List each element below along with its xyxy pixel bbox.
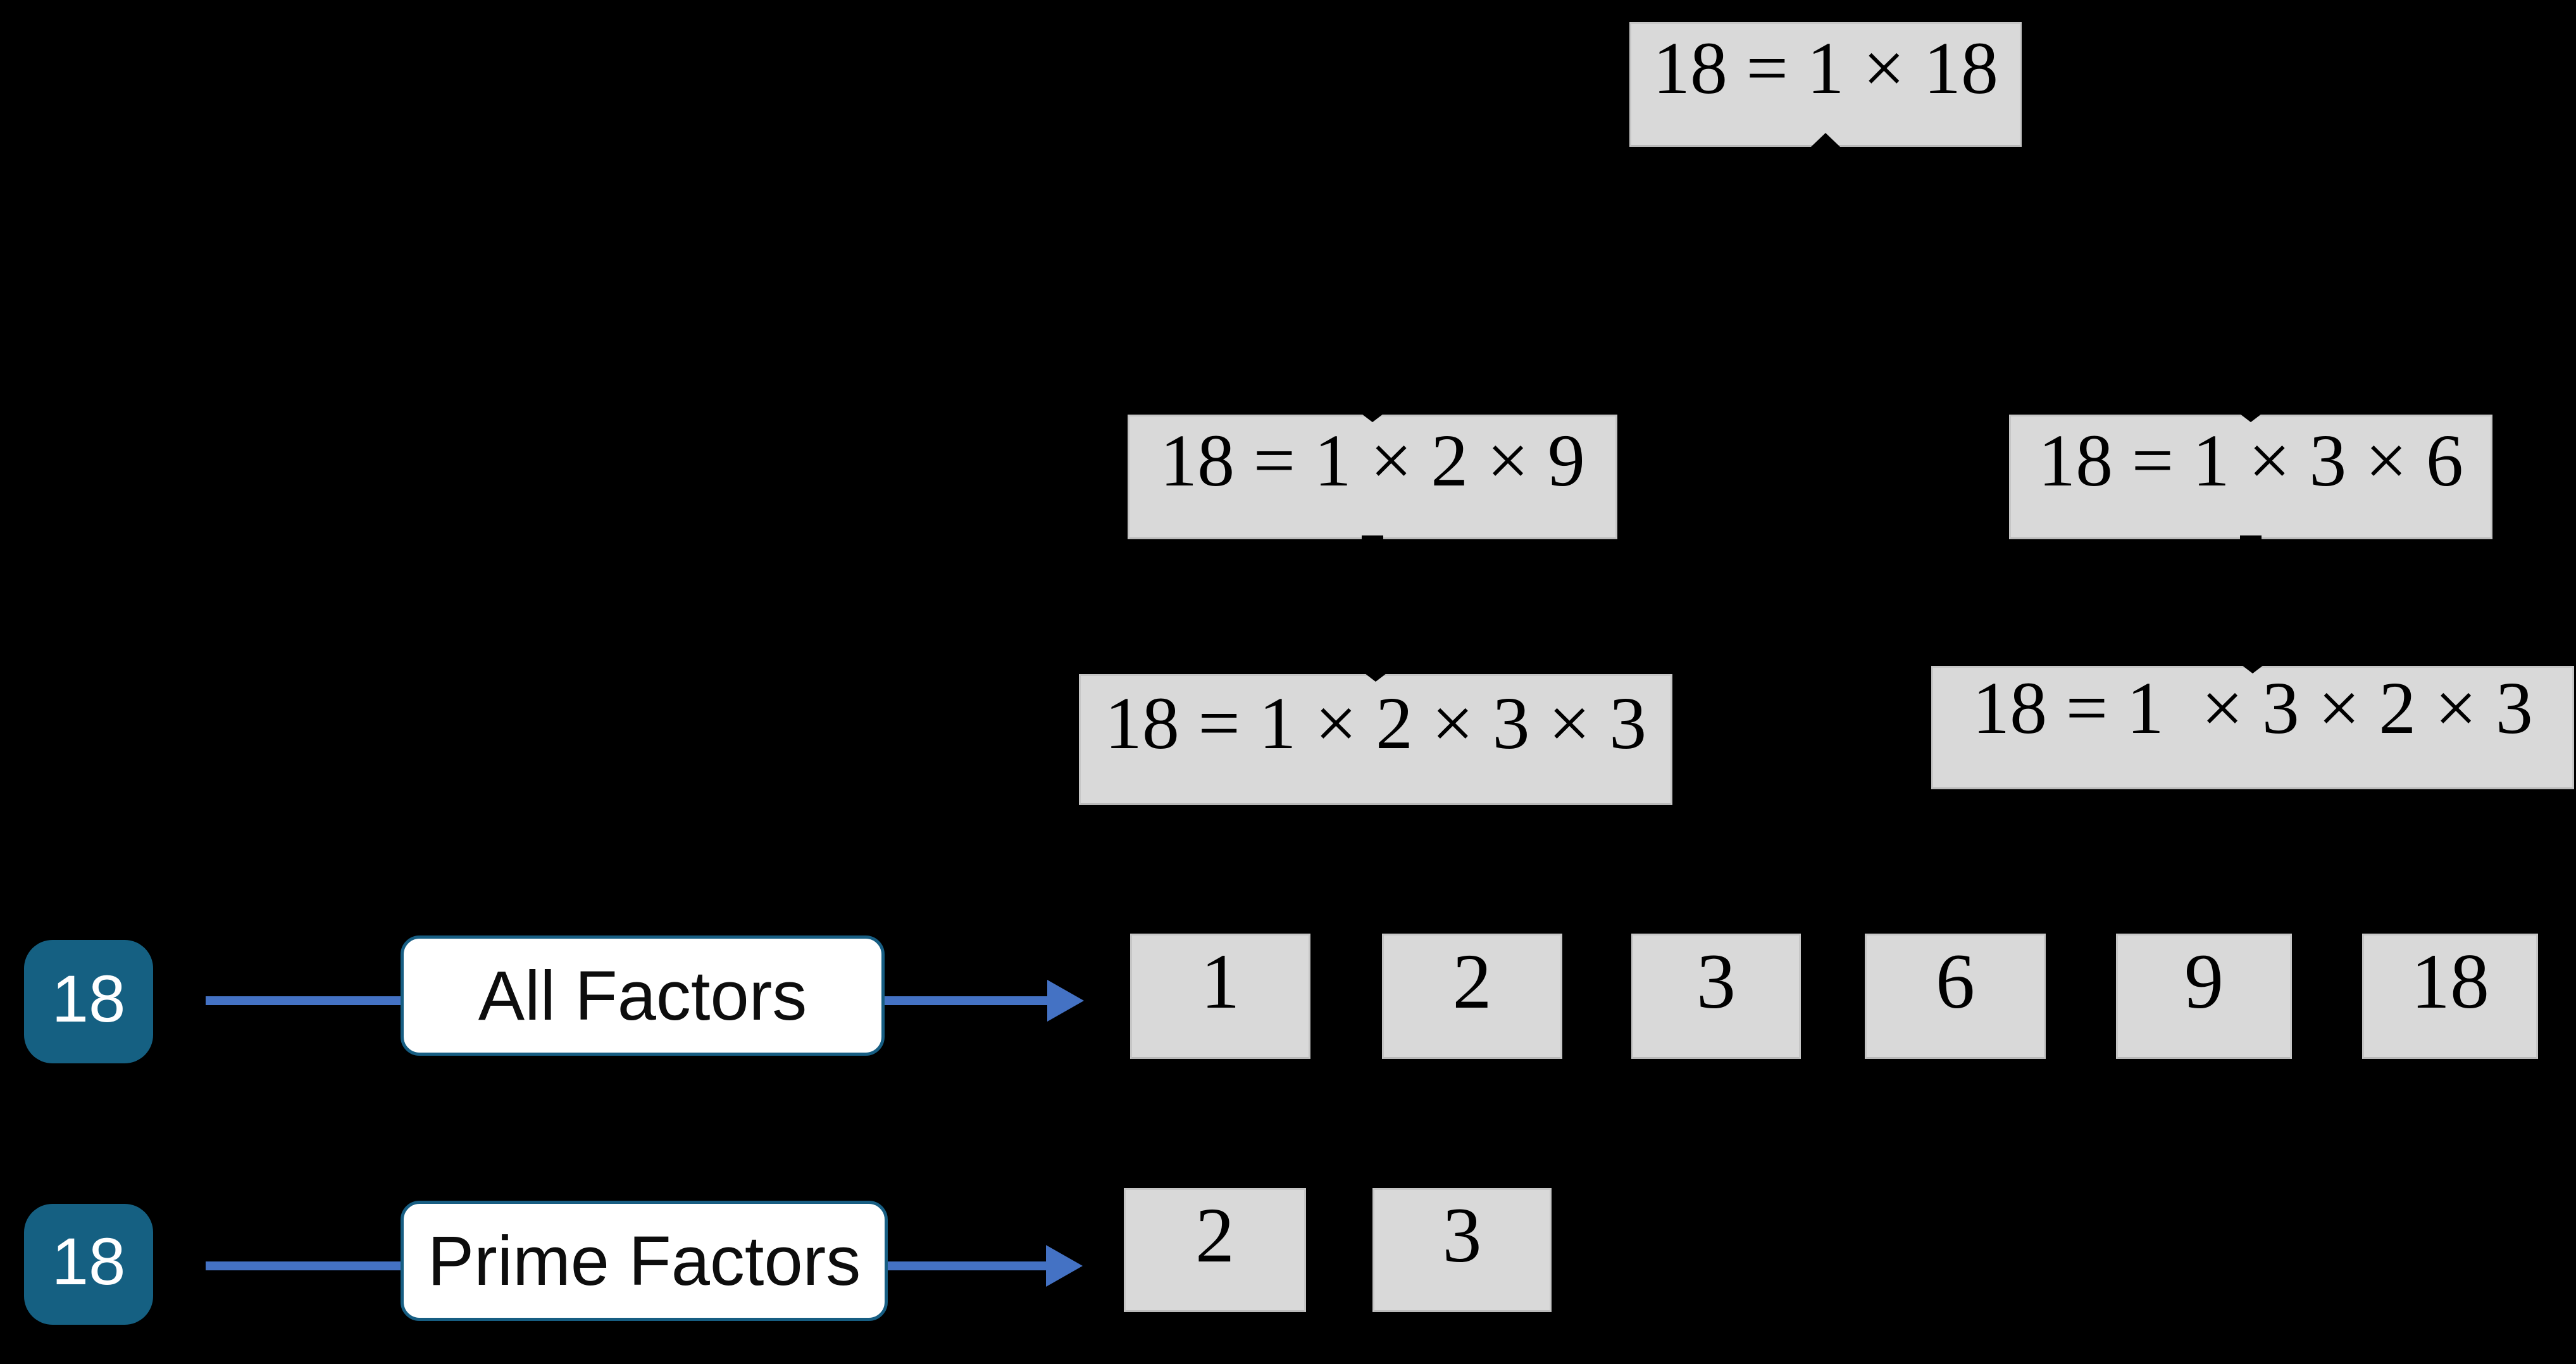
badge-number: 18 bbox=[51, 961, 126, 1036]
factor-box-2: 2 bbox=[1382, 934, 1562, 1059]
factor-value: 3 bbox=[1442, 1192, 1482, 1279]
arrow-tip-down-left-low-top bbox=[1365, 673, 1386, 682]
factor-value: 2 bbox=[1452, 938, 1492, 1025]
equation-box-1x3x2x3: 18 = 1 × 3 × 2 × 3 bbox=[1931, 666, 2574, 789]
factor-value: 2 bbox=[1195, 1192, 1235, 1279]
right-arrow-icon bbox=[1047, 980, 1084, 1022]
right-arrow-icon bbox=[1046, 1245, 1083, 1287]
all-factors-label-box: All Factors bbox=[401, 935, 885, 1056]
equation-box-root: 18 = 1 × 18 bbox=[1629, 22, 2022, 147]
arrow-tail-left-mid-bottom bbox=[1362, 535, 1383, 542]
arrow-tip-up-root-bottom bbox=[1811, 133, 1840, 147]
factor-value: 9 bbox=[2184, 938, 2224, 1025]
connector-line bbox=[206, 996, 401, 1005]
connector-line bbox=[885, 996, 1050, 1005]
connector-line bbox=[206, 1261, 401, 1270]
equation-text: 18 = 1 × 3 × 6 bbox=[2038, 418, 2463, 502]
factor-box-1: 1 bbox=[1130, 934, 1310, 1059]
equation-box-1x3x6: 18 = 1 × 3 × 6 bbox=[2009, 415, 2492, 539]
equation-text: 18 = 1 × 18 bbox=[1652, 26, 1999, 109]
arrow-tip-down-right-mid-top bbox=[2240, 414, 2262, 422]
equation-box-1x2x9: 18 = 1 × 2 × 9 bbox=[1128, 415, 1617, 539]
number-badge-all: 18 bbox=[24, 940, 153, 1063]
number-badge-prime: 18 bbox=[24, 1204, 153, 1325]
factor-value: 1 bbox=[1200, 938, 1240, 1025]
factor-box-9: 9 bbox=[2116, 934, 2292, 1059]
equation-box-1x2x3x3: 18 = 1 × 2 × 3 × 3 bbox=[1079, 674, 1672, 805]
connector-line bbox=[888, 1261, 1047, 1270]
factor-box-6: 6 bbox=[1865, 934, 2046, 1059]
badge-number: 18 bbox=[51, 1224, 126, 1299]
prime-factor-box-2: 2 bbox=[1124, 1188, 1306, 1312]
equation-text: 18 = 1 × 2 × 9 bbox=[1160, 418, 1585, 502]
factor-value: 18 bbox=[2411, 938, 2489, 1025]
factor-box-3: 3 bbox=[1631, 934, 1801, 1059]
arrow-tail-right-mid-bottom bbox=[2240, 535, 2262, 542]
arrow-tip-down-right-low-top bbox=[2242, 665, 2263, 673]
factor-box-18: 18 bbox=[2362, 934, 2538, 1059]
equation-text: 18 = 1 × 3 × 2 × 3 bbox=[1972, 666, 2533, 749]
factor-value: 3 bbox=[1696, 938, 1736, 1025]
all-factors-label: All Factors bbox=[478, 956, 807, 1035]
factor-value: 6 bbox=[1936, 938, 1975, 1025]
arrow-tip-down-left-mid-top bbox=[1362, 414, 1383, 422]
prime-factor-box-3: 3 bbox=[1372, 1188, 1552, 1312]
equation-text: 18 = 1 × 2 × 3 × 3 bbox=[1104, 681, 1647, 765]
prime-factors-label: Prime Factors bbox=[427, 1222, 861, 1300]
prime-factors-label-box: Prime Factors bbox=[401, 1201, 888, 1321]
